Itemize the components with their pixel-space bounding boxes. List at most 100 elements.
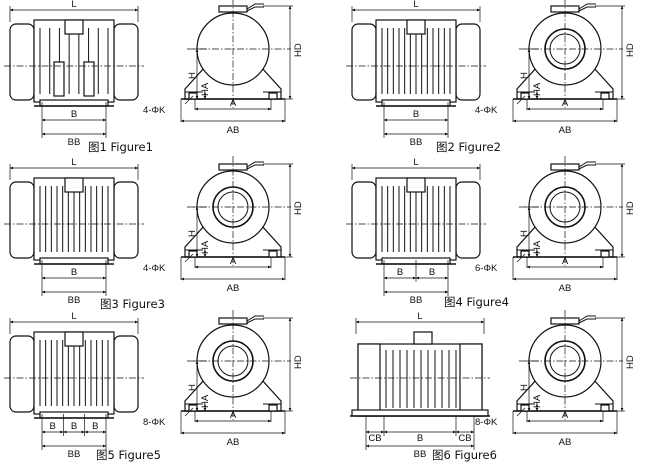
cable-lead [246,315,264,322]
end-cover-left [9,181,35,259]
dimension-label-l: L [71,157,76,168]
dimension-label-l: L [71,0,76,10]
dimension-label-bb: BB [410,295,423,306]
terminal-box [413,331,433,345]
dimension-label-cb: CB [458,433,471,444]
end-cover-right [113,335,139,413]
dimension-label-a: A [230,256,237,267]
base-plate [39,411,109,419]
bolt-hole-leader [184,253,194,263]
end-cover-left [351,181,377,259]
figure-caption: 图6 Figure6 [432,448,497,462]
terminal-box [64,19,84,35]
dimension-label-h: H [187,384,198,391]
dimension-label-h: H [519,230,530,237]
cable-lead [246,6,264,12]
end-cover-right [455,181,481,259]
bolt-hole-leader [516,253,526,263]
dimension-label-ab: AB [559,125,572,136]
dimension-label-a: A [562,98,569,109]
base-plate [39,99,109,107]
dimension-label-hd: HD [625,355,636,369]
dimension-label-h: H [187,72,198,79]
cable-lead [246,3,264,10]
dimension-label-ab: AB [559,437,572,448]
dimension-label-a: A [230,98,237,109]
dimension-label-b: B [49,421,55,432]
dimension-label-b: B [429,267,435,278]
cable-lead [578,6,596,12]
dimension-label-k: 4-ΦK [475,105,498,116]
dimension-label-hd: HD [625,201,636,215]
bolt-hole-leader [516,95,526,105]
figure-caption: 图2 Figure2 [436,140,501,154]
dimension-label-ha: HA [200,240,211,254]
dimension-label-k: 8-ΦK [475,417,498,428]
dimension-label-ab: AB [227,125,240,136]
dimension-label-b: B [71,109,77,120]
figure-6: L CB B CB BB A AB HHA HD 8-ΦK 图6 Figure6 [350,310,636,462]
base-plate [39,257,109,265]
dimension-label-k: 6-ΦK [475,263,498,274]
cable-lead [578,3,596,10]
dimension-label-b: B [417,433,423,444]
dimension-label-cb: CB [368,433,381,444]
end-cover-left [357,343,381,417]
terminal-box [64,177,84,193]
dimension-label-b: B [92,421,98,432]
dimension-label-l: L [413,0,418,10]
figure-caption: 图1 Figure1 [88,140,153,154]
dimension-label-hd: HD [293,201,304,215]
end-cover-right [113,23,139,101]
support-leg [53,61,65,97]
dimension-label-l: L [413,157,418,168]
bolt-pad [600,250,610,258]
dimension-label-b: B [71,421,77,432]
dimension-label-ha: HA [532,394,543,408]
bolt-pad [268,250,278,258]
figure-caption: 图4 Figure4 [444,295,509,309]
cable-lead [578,164,596,170]
dimension-label-ha: HA [200,82,211,96]
cable-lead [246,164,264,170]
figure-caption: 图3 Figure3 [100,297,165,311]
dimension-label-bb: BB [68,449,81,460]
dimension-label-k: 4-ΦK [143,263,166,274]
bolt-hole-leader [184,95,194,105]
dimension-label-bb: BB [414,449,427,460]
end-cover-right [455,23,481,101]
dimension-label-ab: AB [227,283,240,294]
dimension-label-a: A [562,256,569,267]
bolt-pad [600,404,610,412]
base-plate [381,99,451,107]
cable-lead [578,161,596,168]
dimension-label-a: A [562,410,569,421]
dimension-label-k: 4-ΦK [143,105,166,116]
dimension-label-h: H [519,72,530,79]
dimension-label-l: L [417,311,422,322]
bolt-hole-leader [516,407,526,417]
dimension-label-ha: HA [532,240,543,254]
cable-lead [246,161,264,168]
terminal-box [64,331,84,347]
dimension-label-h: H [187,230,198,237]
dimension-label-hd: HD [293,43,304,57]
dimension-label-ha: HA [532,82,543,96]
cable-lead [246,318,264,324]
cable-lead [578,318,596,324]
dimension-label-k: 8-ΦK [143,417,166,428]
dimension-label-bb: BB [68,137,81,148]
terminal-box [406,19,426,35]
dimension-label-h: H [519,384,530,391]
dimension-label-bb: BB [68,295,81,306]
support-leg [83,61,95,97]
end-cover-right [113,181,139,259]
dimension-label-ab: AB [559,283,572,294]
end-cover-right [459,343,483,417]
figure-caption: 图5 Figure5 [96,448,161,462]
bolt-pad [600,92,610,100]
